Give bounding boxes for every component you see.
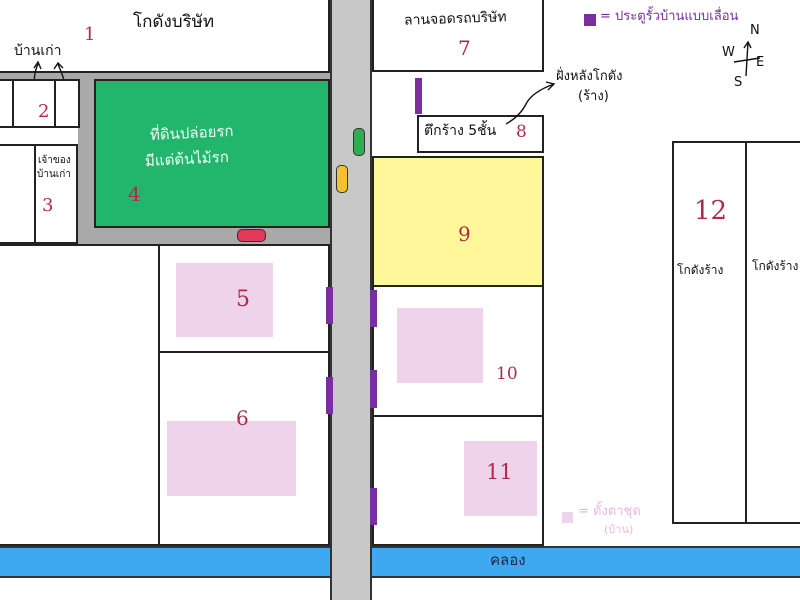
- number-8: 8: [516, 122, 527, 142]
- label-empty-lot-2: มีแต่ต้นไม้รก: [144, 147, 230, 171]
- compass-east: E: [756, 55, 765, 70]
- block-3-left: [0, 144, 36, 244]
- number-9: 9: [458, 222, 471, 246]
- legend-door-swatch: [584, 14, 596, 26]
- label-old-house-owner-2: บ้านเก่า: [37, 169, 71, 180]
- label-old-house-owner-1: เจ้าของ: [38, 155, 71, 166]
- main-road: [330, 0, 372, 600]
- sliding-gate-11: [370, 488, 377, 525]
- block-3-old-house-owner: [34, 144, 78, 244]
- label-company-parking: ลานจอดรถบริษัท: [403, 9, 507, 29]
- legend-door-text: = ประตูรั้วบ้านแบบเลื่อน: [600, 9, 739, 24]
- compass-icon: [733, 40, 761, 77]
- side-road-bottom: [78, 228, 330, 244]
- compass-south: S: [734, 75, 743, 90]
- number-11: 11: [486, 460, 513, 484]
- block-2-house-c: [54, 79, 80, 128]
- label-warehouse-annotation-1: ฝั่งหลังโกดัง: [556, 69, 623, 84]
- block-1-company-warehouse: [0, 0, 330, 73]
- number-12: 12: [694, 196, 728, 226]
- compass-west: W: [722, 45, 735, 60]
- block-12-warehouse-b: [745, 141, 800, 524]
- sliding-gate-10a: [370, 290, 377, 327]
- car-yellow: [336, 165, 348, 193]
- block-2-house-b: [12, 79, 56, 128]
- block-11-pink-area: [464, 441, 537, 516]
- block-5-pink-area: [176, 263, 273, 337]
- legend-pink-text-2: (บ้าน): [604, 523, 634, 536]
- label-abandoned-warehouse-a: โกดังร้าง: [677, 263, 724, 277]
- label-old-houses: บ้านเก่า: [14, 43, 62, 59]
- label-company-warehouse: โกดังบริษัท: [133, 12, 215, 32]
- block-8-building: [417, 115, 544, 153]
- label-building-5: ตึกร้าง 5ชั้น: [424, 123, 497, 139]
- number-7: 7: [458, 36, 471, 60]
- side-road-top: [0, 71, 330, 79]
- block-left-large: [0, 244, 160, 546]
- number-6: 6: [236, 406, 249, 430]
- block-4-empty-lot: [94, 79, 330, 228]
- block-6-pink-area: [167, 421, 296, 496]
- number-1: 1: [84, 24, 96, 45]
- canal: [0, 546, 330, 578]
- canal-east: [372, 546, 800, 578]
- number-10: 10: [496, 364, 518, 384]
- legend-pink-text-1: = ตั้งตาชุด: [578, 504, 641, 519]
- canal-label: คลอง: [490, 551, 526, 569]
- sliding-gate-10b: [370, 370, 377, 408]
- arrow-icon-annotation: [505, 81, 556, 125]
- legend-pink-swatch: [562, 512, 573, 523]
- car-green: [353, 128, 365, 156]
- sliding-gate-8: [415, 78, 422, 114]
- block-7-company-parking: [372, 0, 544, 72]
- label-abandoned-warehouse-b: โกดังร้าง: [752, 259, 799, 273]
- block-10-pink-area: [397, 308, 483, 383]
- number-5: 5: [236, 287, 250, 312]
- car-red: [237, 229, 266, 242]
- label-empty-lot-1: ที่ดินปล่อยรก: [149, 121, 234, 145]
- number-2: 2: [38, 101, 50, 122]
- compass-north: N: [750, 23, 760, 38]
- sliding-gate-6: [326, 377, 333, 414]
- label-warehouse-annotation-2: (ร้าง): [578, 89, 609, 104]
- number-4: 4: [128, 182, 141, 206]
- block-12-warehouse-a: [672, 141, 747, 524]
- number-3: 3: [42, 195, 54, 216]
- sliding-gate-5: [326, 287, 333, 324]
- side-road-left: [78, 79, 94, 244]
